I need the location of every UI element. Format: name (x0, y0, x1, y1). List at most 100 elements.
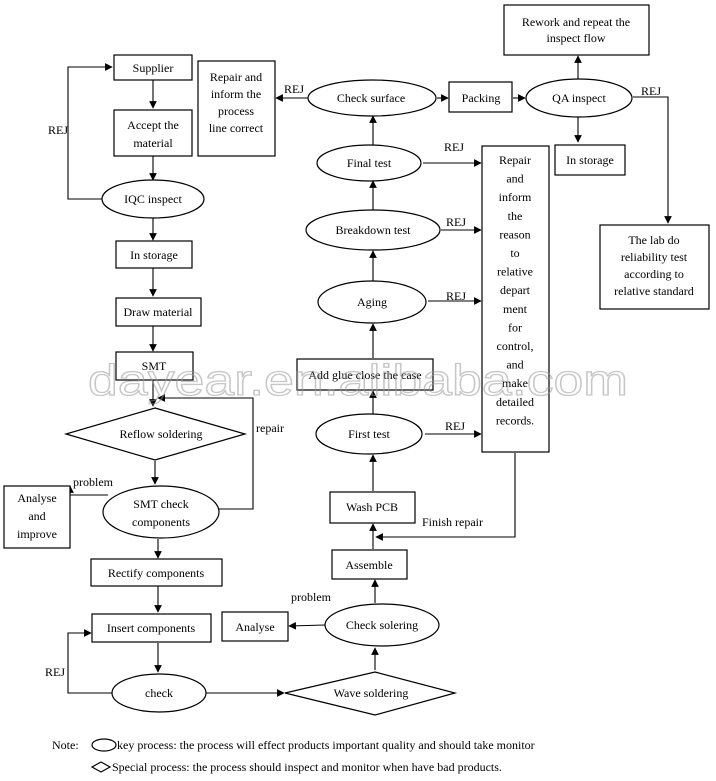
rework-line: inspect flow (547, 31, 606, 45)
wash-pcb-line: Wash PCB (346, 500, 398, 514)
repair-inform-box (197, 60, 276, 157)
in-storage-right-box (554, 144, 626, 176)
insert-components-label: Insert components (107, 621, 196, 635)
edge-label-rej-breakdown: REJ (446, 215, 466, 229)
aging-label: Aging (357, 295, 387, 309)
check-ellipse (111, 673, 207, 713)
in-storage-right-label: In storage (566, 153, 614, 167)
aging-ellipse (317, 280, 427, 324)
assemble-box (331, 549, 408, 580)
repair-records-line: make (502, 376, 528, 390)
analyse-improve-label: Analyse and improve (17, 491, 57, 541)
add-glue-label: Add glue close the case (308, 368, 421, 382)
repair-inform-line: inform the (211, 87, 261, 101)
packing-label: Packing (462, 91, 501, 105)
arrow-check-repair-smt (157, 394, 254, 510)
edge-label-rej-firsttest: REJ (445, 419, 465, 433)
aging-line: Aging (357, 295, 387, 309)
lab-test-line: according to (624, 267, 684, 281)
first-test-label: First test (348, 427, 390, 441)
legend-ellipse-icon (91, 738, 117, 752)
analyse-line: Analyse (235, 620, 274, 634)
in-storage-left-line: In storage (130, 248, 178, 262)
supplier-box (113, 54, 193, 81)
connectors (66, 55, 672, 697)
repair-records-line: depart (500, 283, 531, 297)
smt-check-line: components (132, 515, 190, 529)
smt-box (115, 351, 194, 381)
supplier-line: Supplier (133, 61, 174, 75)
breakdown-test-label: Breakdown test (336, 223, 412, 237)
rectify-components-box (90, 558, 223, 587)
edge-label-finish-repair: Finish repair (422, 515, 483, 529)
repair-records-line: the (508, 209, 523, 223)
repair-records-line: for (508, 320, 522, 334)
repair-records-line: inform (499, 190, 532, 204)
repair-records-line: records. (496, 413, 534, 427)
arrow-check-rej-insert (67, 629, 112, 694)
repair-records-line: to (510, 246, 519, 260)
packing-box (448, 81, 513, 113)
qa-inspect-line: QA inspect (552, 91, 606, 105)
check-surface-ellipse (307, 79, 437, 117)
edge-label-rej-final: REJ (444, 140, 464, 154)
final-test-line: Final test (347, 156, 392, 170)
accept-material-line: Accept the (127, 118, 179, 132)
repair-inform-line: line correct (209, 121, 264, 135)
lab-test-line: reliability test (621, 250, 688, 264)
accept-material-box (113, 109, 193, 157)
repair-records-line: control, (497, 339, 534, 353)
iqc-inspect-label: IQC inspect (124, 192, 182, 206)
iqc-inspect-ellipse (101, 179, 205, 219)
reflow-line: Reflow soldering (120, 427, 203, 441)
assemble-line: Assemble (345, 558, 392, 572)
add-glue-line: Add glue close the case (308, 368, 421, 382)
final-test-label: Final test (347, 156, 392, 170)
wash-pcb-box (329, 491, 416, 524)
smt-label: SMT (142, 359, 167, 373)
lab-test-box (599, 224, 710, 310)
shapes (3, 4, 710, 716)
qa-inspect-label: QA inspect (552, 91, 606, 105)
insert-components-box (91, 613, 212, 643)
legend-diamond-icon (90, 761, 112, 773)
in-storage-left-label: In storage (130, 248, 178, 262)
repair-records-line: and (506, 172, 523, 186)
edge-label-problem-solering: problem (291, 590, 332, 604)
final-test-ellipse (316, 144, 422, 182)
check-surface-label: Check surface (337, 91, 405, 105)
supplier-label: Supplier (133, 61, 174, 75)
draw-material-box (115, 297, 202, 327)
edge-label-problem-smt: problem (73, 475, 114, 489)
analyse-improve-box (3, 485, 71, 549)
repair-inform-line: Repair and (210, 70, 262, 84)
packing-line: Packing (462, 91, 501, 105)
qa-inspect-ellipse (525, 78, 633, 118)
wave-soldering-diamond (284, 671, 458, 716)
analyse-improve-line: and (28, 509, 45, 523)
arrow-checksolering-analyse (288, 621, 326, 630)
wave-line: Wave soldering (334, 686, 409, 700)
rework-box (503, 4, 650, 56)
edge-label-rej-iqc: REJ (48, 123, 68, 137)
assemble-label: Assemble (345, 558, 392, 572)
breakdown-test-line: Breakdown test (336, 223, 412, 237)
check-surface-line: Check surface (337, 91, 405, 105)
check-solering-ellipse (324, 603, 440, 647)
smt-check-line: SMT check (133, 497, 188, 511)
rectify-line: Rectify components (108, 566, 205, 580)
analyse-improve-line: Analyse (17, 491, 56, 505)
analyse-improve-line: improve (17, 527, 57, 541)
reflow-soldering-label: Reflow soldering (120, 427, 203, 441)
draw-material-label: Draw material (124, 305, 194, 319)
iqc-inspect-line: IQC inspect (124, 192, 182, 206)
repair-records-line: detailed (496, 395, 534, 409)
